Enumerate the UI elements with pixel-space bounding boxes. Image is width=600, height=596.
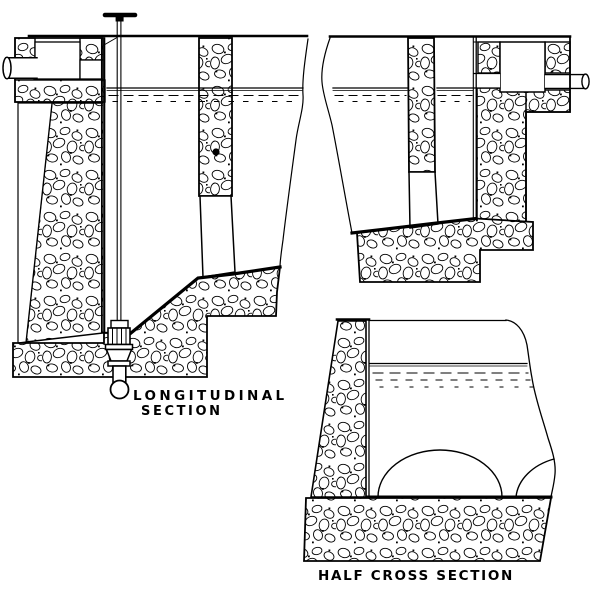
drain-valve-assembly	[102, 12, 138, 400]
inlet-chamber	[34, 41, 81, 80]
baffle-wall-lower	[199, 195, 236, 278]
water-level-right	[332, 87, 474, 102]
floor-line	[128, 265, 282, 336]
valve-taper	[105, 348, 133, 362]
valve-gate-body	[107, 327, 131, 346]
masonry-fills-right	[356, 37, 571, 283]
baffle-wall-right-masonry	[407, 37, 436, 173]
outlet-chamber	[499, 41, 546, 93]
foundation-right-masonry	[356, 217, 534, 283]
outlet-opening	[475, 73, 500, 88]
outlet-end-wall-masonry	[544, 41, 571, 74]
cross-wall-masonry	[310, 320, 367, 498]
break-line-cross-section	[505, 319, 556, 498]
valve-handle-hub	[115, 17, 124, 22]
outlet-wall-inner-face	[472, 37, 477, 220]
break-line-right-drawing	[321, 37, 353, 234]
weep-hole-dot	[212, 148, 220, 156]
water-level-longitudinal	[106, 87, 304, 102]
inlet-pipe	[2, 56, 38, 80]
longitudinal-label-line2: SECTION	[141, 404, 223, 419]
floor-line-right	[350, 216, 478, 235]
outer-wall-profile	[525, 36, 571, 222]
longitudinal-section-drawing	[2, 12, 309, 400]
outlet-wall-upper-masonry	[477, 41, 501, 74]
baffle-wall-right-lower	[408, 171, 439, 229]
floor-arch-partial	[515, 458, 555, 498]
outlet-pipe-end	[581, 73, 590, 90]
water-level-cross	[369, 362, 535, 388]
inlet-pipe-end	[2, 56, 12, 80]
floor-arch-large	[377, 449, 503, 498]
half-cross-section-label: HALF CROSS SECTION	[318, 568, 514, 584]
longitudinal-section-right-half	[321, 35, 590, 283]
longitudinal-label-line1: LONGITUDINAL	[133, 388, 288, 404]
half-cross-section-drawing	[303, 318, 556, 562]
inlet-box-right-masonry	[79, 37, 104, 61]
cross-foundation-masonry	[303, 497, 553, 562]
outlet-wall-lower-masonry	[476, 87, 527, 223]
baffle-wall-masonry	[198, 37, 233, 197]
wall-outer-wedge	[17, 102, 53, 344]
masonry-fills-left	[12, 37, 282, 378]
outlet-pipe	[544, 73, 590, 90]
inlet-box-void	[79, 59, 104, 80]
drain-pipe-outlet	[109, 379, 130, 400]
figure-labels: LONGITUDINAL SECTION HALF CROSS SECTION	[133, 388, 514, 584]
wall-top-band-masonry	[14, 79, 106, 103]
stem-guide	[103, 36, 118, 46]
break-line-left-drawing	[279, 38, 309, 268]
